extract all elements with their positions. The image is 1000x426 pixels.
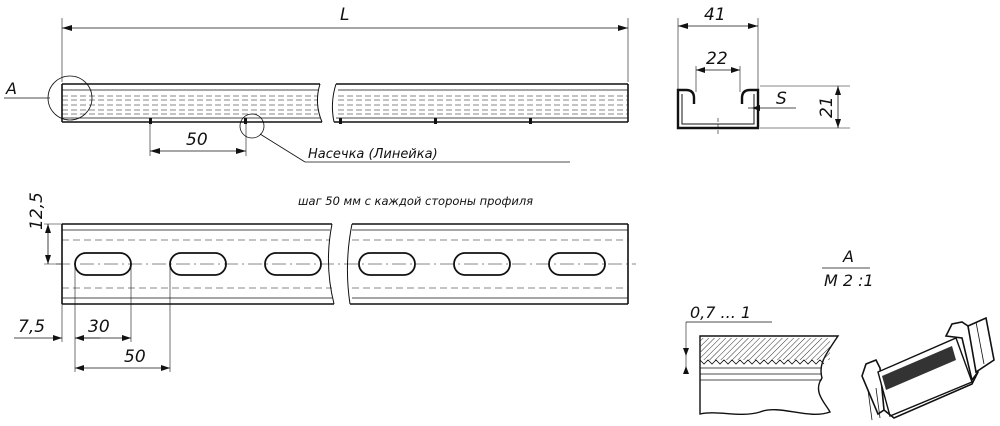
detail-scale: M 2 :1 bbox=[824, 271, 874, 290]
detail-a-circle bbox=[47, 75, 93, 121]
slot-edge-label: 7,5 bbox=[18, 317, 45, 337]
slot bbox=[548, 252, 606, 276]
detail-ref-label: A bbox=[5, 79, 17, 98]
slot bbox=[264, 252, 322, 276]
notch-step-label: 50 bbox=[186, 130, 208, 150]
notch-mark bbox=[339, 118, 342, 124]
thickness-label: S bbox=[776, 89, 787, 109]
notch-mark bbox=[529, 118, 532, 124]
slot bbox=[453, 252, 511, 276]
notch-note: Насечка (Линейка) bbox=[308, 147, 438, 162]
slot bbox=[358, 252, 416, 276]
inner-width-label: 22 bbox=[706, 49, 728, 69]
face-view: шаг 50 мм с каждой стороны профиля 12,5 bbox=[14, 192, 636, 372]
edge-height-label: 12,5 bbox=[27, 192, 47, 230]
length-label: L bbox=[340, 5, 349, 25]
slot-step-label: 50 bbox=[124, 347, 146, 367]
isometric-view bbox=[861, 316, 995, 421]
cross-section: 41 22 21 S bbox=[676, 5, 850, 134]
notch-mark bbox=[149, 118, 152, 124]
notch-mark bbox=[434, 118, 437, 124]
height-label: 21 bbox=[817, 96, 837, 118]
side-view: L A 50 bbox=[4, 5, 629, 163]
width-label: 41 bbox=[704, 5, 726, 25]
slot-length-label: 30 bbox=[88, 317, 110, 337]
detail-title: A bbox=[842, 247, 854, 266]
pitch-note: шаг 50 мм с каждой стороны профиля bbox=[298, 194, 533, 208]
serration-label: 0,7 ... 1 bbox=[690, 303, 751, 322]
notch-mark bbox=[244, 118, 247, 124]
detail-a: A M 2 :1 0,7 ... 1 bbox=[683, 247, 874, 416]
